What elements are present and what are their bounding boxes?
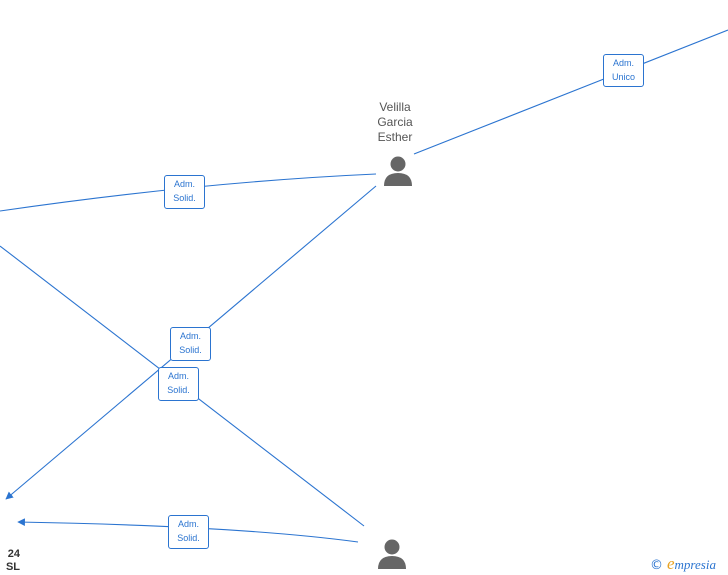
person-silhouette-icon[interactable] [377, 538, 407, 569]
person-name-line: Esther [377, 130, 413, 144]
edge-label-line: Adm. [167, 371, 189, 381]
brand-letter: e [667, 554, 675, 573]
edge-label-line: Unico [611, 72, 635, 82]
edge-label-line: Adm. [173, 179, 195, 189]
edge-label-adm-solid[interactable]: Adm. Solid. [168, 515, 209, 549]
edge-label-line: Solid. [167, 385, 190, 395]
edge-label-adm-unico[interactable]: Adm. Unico [603, 54, 644, 87]
edge-label-line: Adm. [179, 331, 201, 341]
edge-label-line: Solid. [177, 533, 200, 543]
edge-unnamed-company [17, 518, 359, 543]
edge-label-line: Adm. [612, 58, 634, 68]
copyright-icon: © [650, 558, 663, 573]
edge-label-line: Solid. [179, 345, 202, 355]
edge-label-adm-solid[interactable]: Adm. Solid. [164, 175, 205, 209]
person-name-velilla[interactable]: Velilla Garcia Esther [360, 100, 430, 145]
edge-label-line: Solid. [173, 193, 196, 203]
person-name-line: Garcia [377, 115, 413, 129]
edge-velilla-top-right [413, 29, 728, 155]
brand-name: mpresia [674, 557, 716, 572]
edge-label-adm-solid[interactable]: Adm. Solid. [158, 367, 199, 401]
company-name-line: SL [5, 561, 20, 573]
company-name-fragment[interactable]: 24 SL [0, 548, 20, 574]
person-silhouette-icon[interactable] [383, 155, 413, 186]
edge-label-line: Adm. [177, 519, 199, 529]
person-name-line: Velilla [379, 100, 411, 114]
empresia-logo: © empresia [650, 554, 716, 574]
company-name-line: 24 [7, 548, 20, 560]
edge-label-adm-solid[interactable]: Adm. Solid. [170, 327, 211, 361]
